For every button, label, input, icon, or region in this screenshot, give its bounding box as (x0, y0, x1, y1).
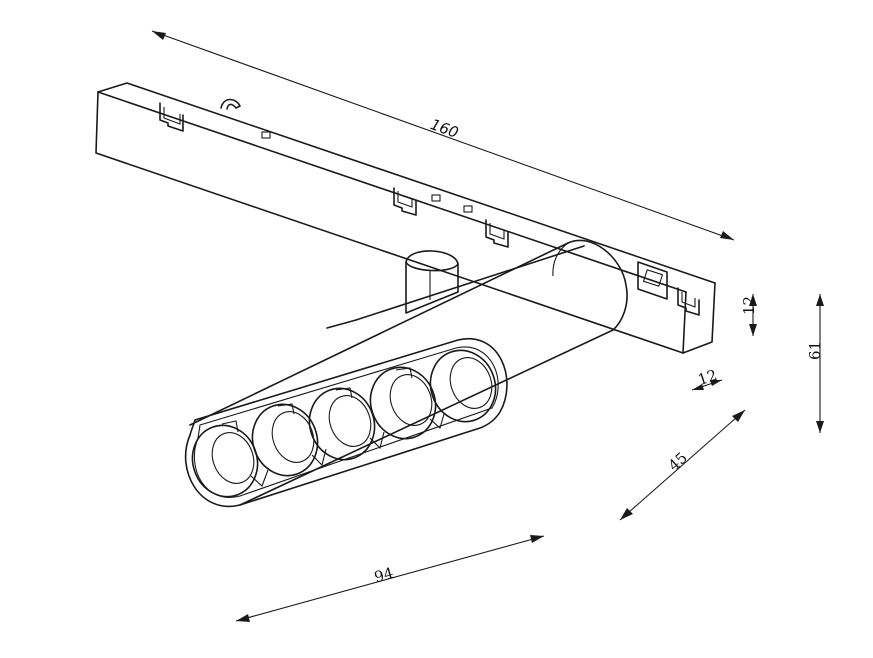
dim-depth-45: 45 (619, 409, 746, 521)
dim-total-height-61: 61 (806, 294, 824, 433)
dim-61-label: 61 (806, 341, 824, 360)
lens-4 (369, 366, 437, 440)
track-connector (637, 261, 668, 300)
lens-1 (191, 424, 259, 498)
lens-row (191, 349, 497, 498)
dim-width-94: 94 (235, 535, 545, 622)
dim-12-vertical-label: 12 (740, 296, 758, 315)
track-clips (159, 98, 700, 316)
light-head (184, 239, 628, 508)
dim-adapter-offset-12: 12 (691, 366, 723, 391)
track-rail (95, 82, 716, 354)
adapter-stem (405, 250, 459, 314)
lens-2 (251, 403, 319, 477)
dim-94-label: 94 (372, 564, 395, 587)
dim-45-label: 45 (665, 449, 691, 475)
dim-160-label: 160 (428, 115, 461, 142)
dim-12-small-label: 12 (696, 366, 720, 389)
lens-5 (429, 349, 497, 423)
dim-track-height-12: 12 (740, 294, 758, 336)
